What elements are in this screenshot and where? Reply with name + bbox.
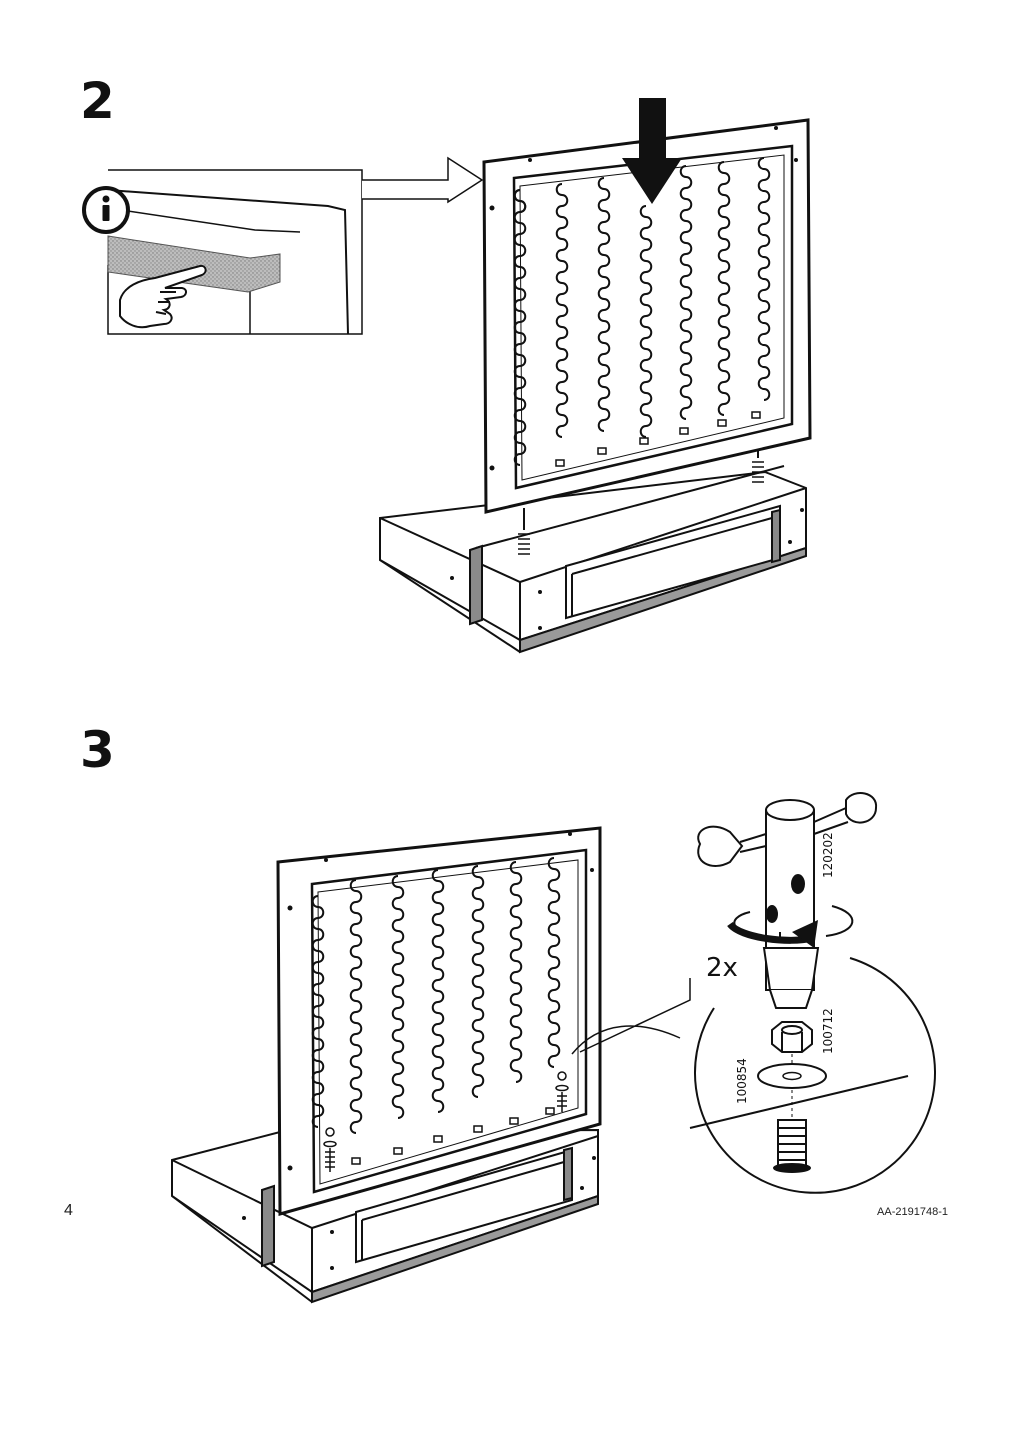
rotate-arrow-icon bbox=[727, 905, 854, 948]
spring-frame bbox=[482, 118, 812, 514]
part-number-tool: 120202 bbox=[821, 832, 835, 878]
info-icon bbox=[82, 186, 130, 234]
wrench-tool-icon bbox=[697, 792, 878, 1009]
spring-frame bbox=[276, 826, 602, 1216]
pointing-hand-icon bbox=[119, 264, 207, 329]
step-3-illustration: 2x 120202 100712 100854 bbox=[171, 792, 937, 1304]
part-number-nut: 100712 bbox=[821, 1008, 835, 1054]
nut bbox=[771, 1021, 813, 1053]
callout-arrow bbox=[362, 156, 484, 204]
quantity-label: 2x bbox=[706, 953, 738, 983]
sofa-base bbox=[379, 465, 807, 654]
detail-inset bbox=[82, 98, 812, 654]
step-2-number: 2 bbox=[80, 72, 115, 130]
detail-circle bbox=[689, 957, 937, 1194]
zigzag-springs bbox=[513, 157, 771, 466]
page-number: 4 bbox=[64, 1202, 73, 1219]
document-code: AA-2191748-1 bbox=[877, 1206, 948, 1218]
down-arrow-icon bbox=[622, 98, 682, 204]
step-2-illustration: 2x 120202 100712 100854 bbox=[82, 98, 937, 1304]
part-number-washer: 100854 bbox=[735, 1058, 749, 1104]
step-3-number: 3 bbox=[80, 721, 115, 779]
